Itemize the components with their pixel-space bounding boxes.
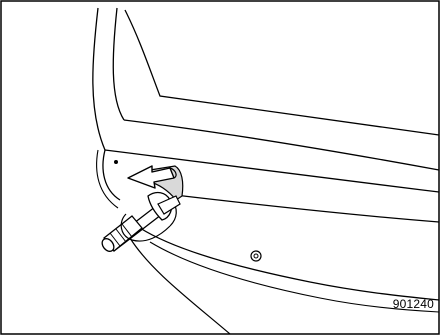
bumper-left-lower <box>130 238 230 334</box>
body-dot <box>114 160 118 164</box>
figure-code: 901240 <box>393 297 434 311</box>
body-side-curve-outer <box>97 150 118 208</box>
hatch-top-contour <box>125 10 439 135</box>
towing-pin <box>100 193 180 254</box>
body-side-curve <box>103 150 120 200</box>
bumper-marker-inner <box>254 254 258 258</box>
bumper-bottom-curve <box>140 228 439 300</box>
bumper-lower-line <box>175 195 439 222</box>
window-edge <box>113 8 124 120</box>
bumper-upper-line <box>124 120 439 170</box>
pillar-outline <box>93 8 105 150</box>
bumper-marker-outer <box>251 251 261 261</box>
